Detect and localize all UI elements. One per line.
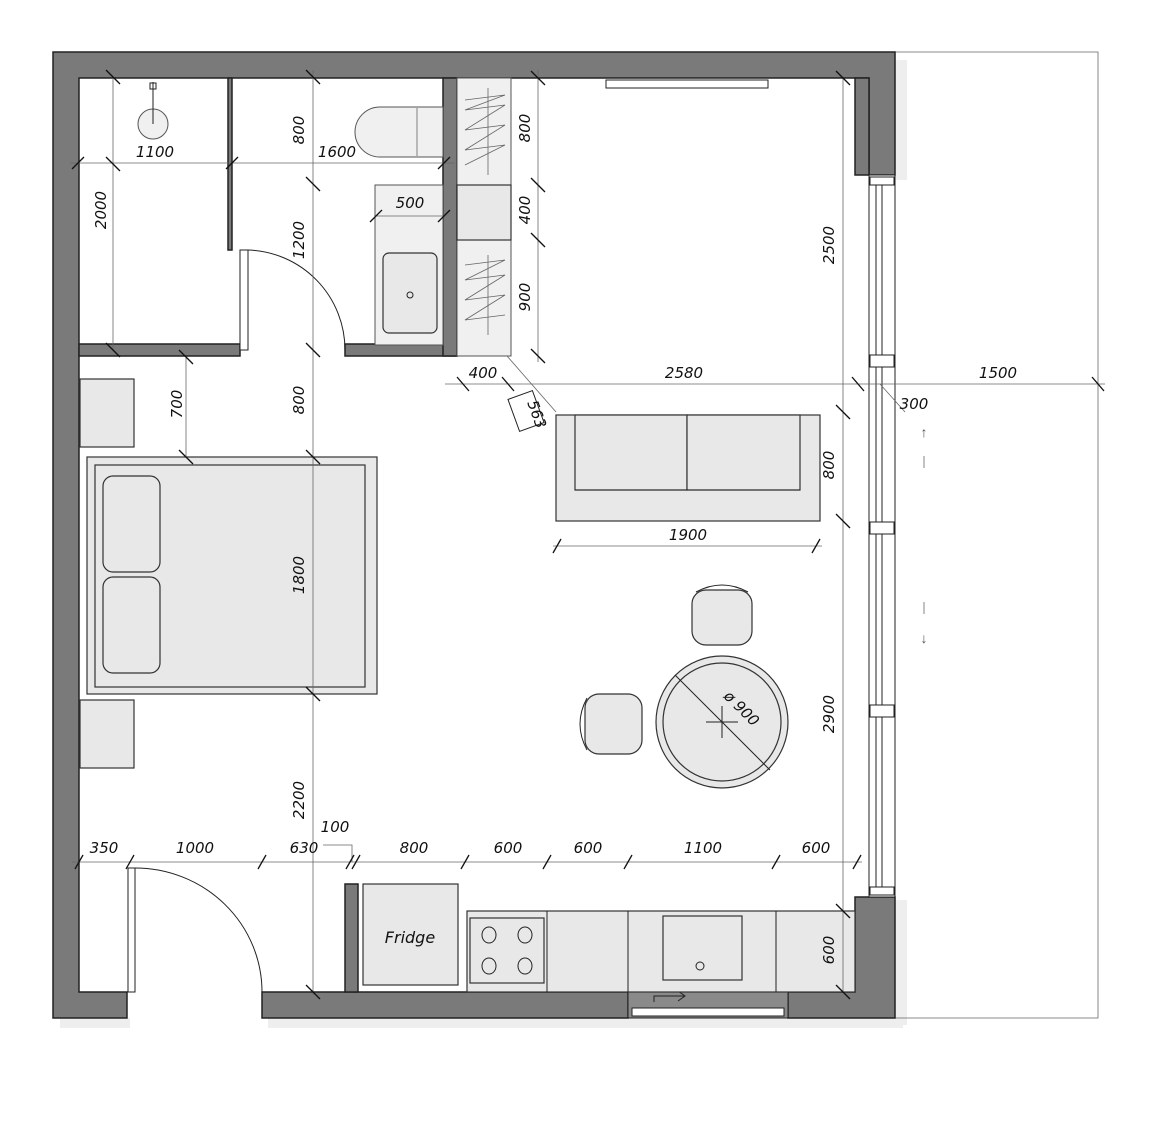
- dim-bottom-8: 600: [802, 839, 831, 857]
- top-window: [605, 79, 769, 89]
- bathroom-door[interactable]: [239, 249, 346, 351]
- dim-wardrobe-bottom: 900: [516, 283, 534, 312]
- dim-bed-to-wall: 2200: [290, 781, 308, 819]
- entry-door[interactable]: [127, 867, 263, 993]
- cooktop[interactable]: [469, 917, 545, 984]
- dim-sofa-width: 1900: [669, 526, 707, 544]
- dim-bottom-4: 800: [400, 839, 429, 857]
- dim-bathroom-width: 1600: [318, 143, 356, 161]
- dim-living-mid: 2900: [820, 695, 838, 733]
- arrow-up-icon: ↑: [921, 426, 928, 441]
- dim-sofa-depth: 800: [820, 451, 838, 480]
- dim-wardrobe-top: 800: [516, 114, 534, 143]
- shower: [137, 82, 169, 140]
- arrow-down-icon: ↓: [921, 632, 928, 647]
- dim-bottom-1: 350: [90, 839, 119, 857]
- bathroom-vanity[interactable]: [374, 184, 444, 346]
- dim-bottom-7: 1100: [684, 839, 722, 857]
- toilet[interactable]: [354, 106, 444, 158]
- dim-vanity-width: 500: [396, 194, 425, 212]
- dim-shower-depth: 2000: [92, 191, 110, 229]
- dim-partition: 100: [321, 818, 350, 836]
- dining-table[interactable]: ø 900: [655, 655, 789, 789]
- dim-bottom-6: 600: [574, 839, 603, 857]
- dimension-lines: [70, 69, 1105, 1000]
- bed[interactable]: [86, 456, 378, 695]
- balcony-window: ↑ ↓: [868, 174, 928, 898]
- dim-bed-length: 1800: [290, 556, 308, 594]
- balcony-outline: [895, 51, 1099, 1019]
- nightstand-bottom: [79, 699, 135, 769]
- dim-bottom-3: 630: [290, 839, 319, 857]
- dim-living-top: 2500: [820, 226, 838, 264]
- nightstand-top: [79, 378, 135, 448]
- dim-balcony-depth: 1500: [979, 364, 1017, 382]
- fridge-label: Fridge: [385, 928, 436, 947]
- dining-chair-top[interactable]: [691, 584, 753, 646]
- dimension-labels: 1100 1600 800 2000 1200 500 800 400 900 …: [90, 114, 1017, 965]
- dim-bed-clear: 800: [290, 386, 308, 415]
- dining-chair-left[interactable]: [579, 693, 643, 755]
- sofa[interactable]: [555, 414, 821, 522]
- dim-wardrobe-mid: 400: [516, 196, 534, 225]
- dim-bath-clear: 1200: [290, 221, 308, 259]
- dim-nightstand-gap: 700: [168, 390, 186, 419]
- wall-shadows: [60, 60, 907, 1028]
- dim-window-offset: 300: [900, 395, 929, 413]
- dim-kitchen-depth: 600: [820, 936, 838, 965]
- fridge[interactable]: Fridge: [362, 883, 459, 986]
- wardrobe[interactable]: [456, 77, 512, 357]
- dim-living-width: 2580: [665, 364, 703, 382]
- kitchen-window: [627, 990, 789, 1019]
- kitchen-sink[interactable]: [662, 915, 743, 981]
- dim-bottom-5: 600: [494, 839, 523, 857]
- dim-toilet-depth: 800: [290, 116, 308, 145]
- dim-shower-width: 1100: [136, 143, 174, 161]
- dim-bottom-2: 1000: [176, 839, 214, 857]
- dim-corridor-offset: 400: [469, 364, 498, 382]
